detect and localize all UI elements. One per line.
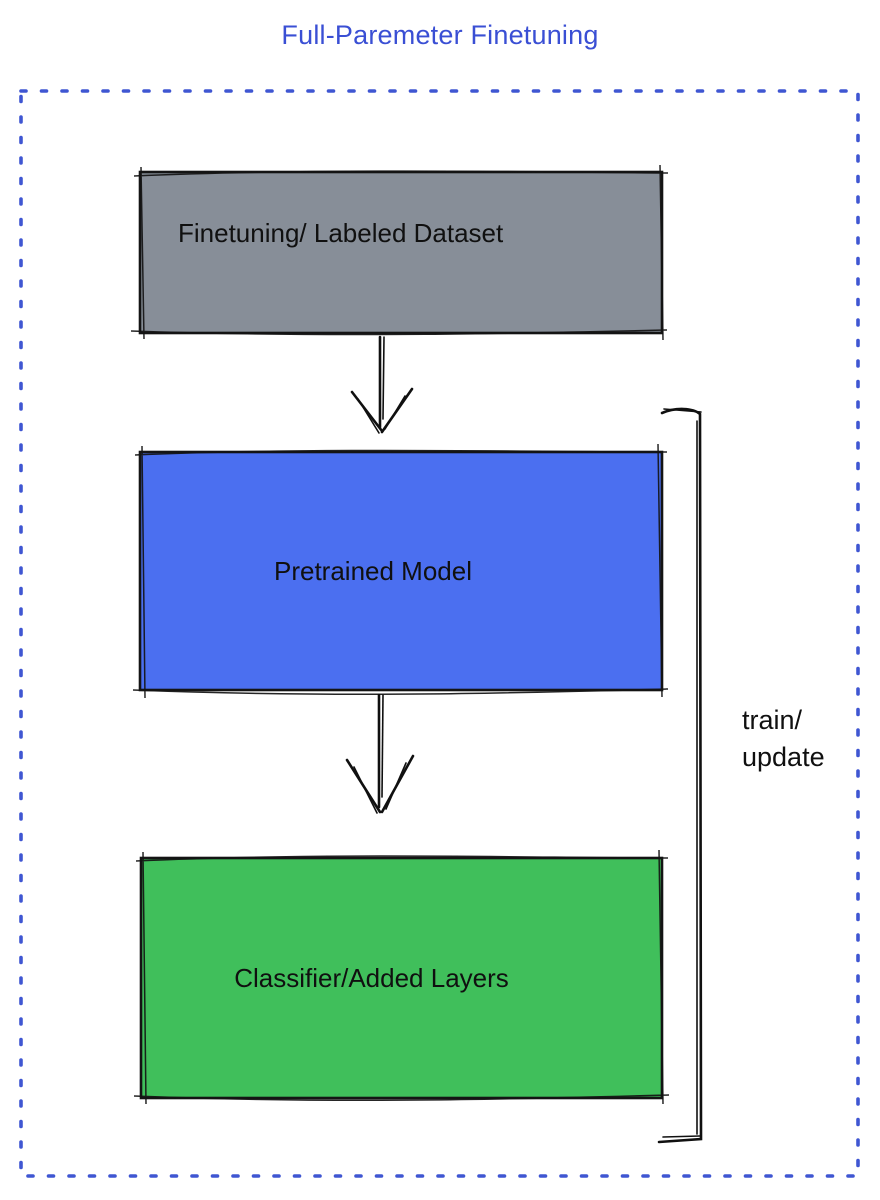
classifier-box	[133, 849, 670, 1105]
dataset-box	[130, 164, 669, 341]
train-update-label: train/ update	[742, 705, 825, 772]
arrow-dataset-to-pretrained	[350, 335, 414, 434]
pretrained-box	[132, 443, 669, 699]
dotted-boundary	[19, 89, 860, 1178]
pretrained-box-label: Pretrained Model	[274, 555, 472, 586]
classifier-box-label: Classifier/Added Layers	[234, 962, 509, 993]
dataset-box-label: Finetuning/ Labeled Dataset	[178, 218, 504, 248]
diagram-title: Full-Paremeter Finetuning	[281, 20, 599, 50]
arrow-pretrained-to-classifier	[345, 693, 415, 814]
train-update-bracket	[657, 407, 703, 1144]
